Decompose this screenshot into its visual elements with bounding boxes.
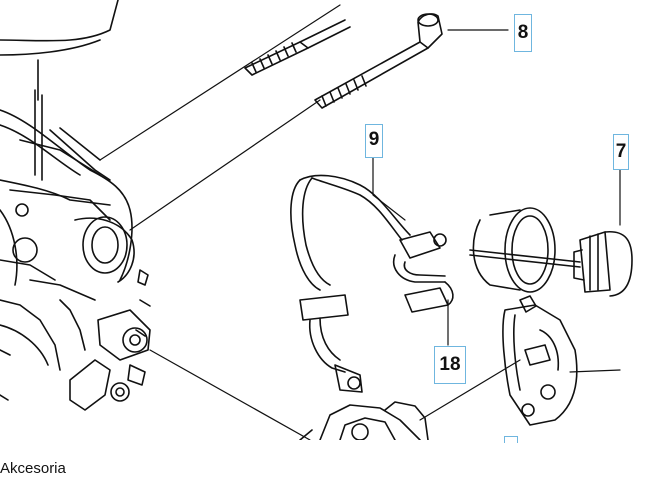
bolt-upper [244, 19, 351, 76]
callout-partial[interactable] [504, 436, 518, 443]
leader-lines [99, 4, 621, 441]
callout-9[interactable]: 9 [365, 124, 383, 158]
bolt-lower [314, 13, 443, 109]
callout-8[interactable]: 8 [514, 14, 532, 52]
page-caption: Akcesoria [0, 460, 66, 477]
callout-18[interactable]: 18 [434, 346, 466, 384]
carburetor-body [0, 0, 151, 411]
bottom-assembly [299, 401, 429, 441]
primer-bulb [573, 231, 633, 297]
fuel-hose [290, 174, 454, 393]
fuel-filter [469, 207, 581, 293]
parts-diagram [0, 0, 633, 441]
callout-7[interactable]: 7 [613, 134, 629, 170]
mounting-bracket [502, 295, 578, 426]
exploded-view-drawing [0, 0, 633, 441]
